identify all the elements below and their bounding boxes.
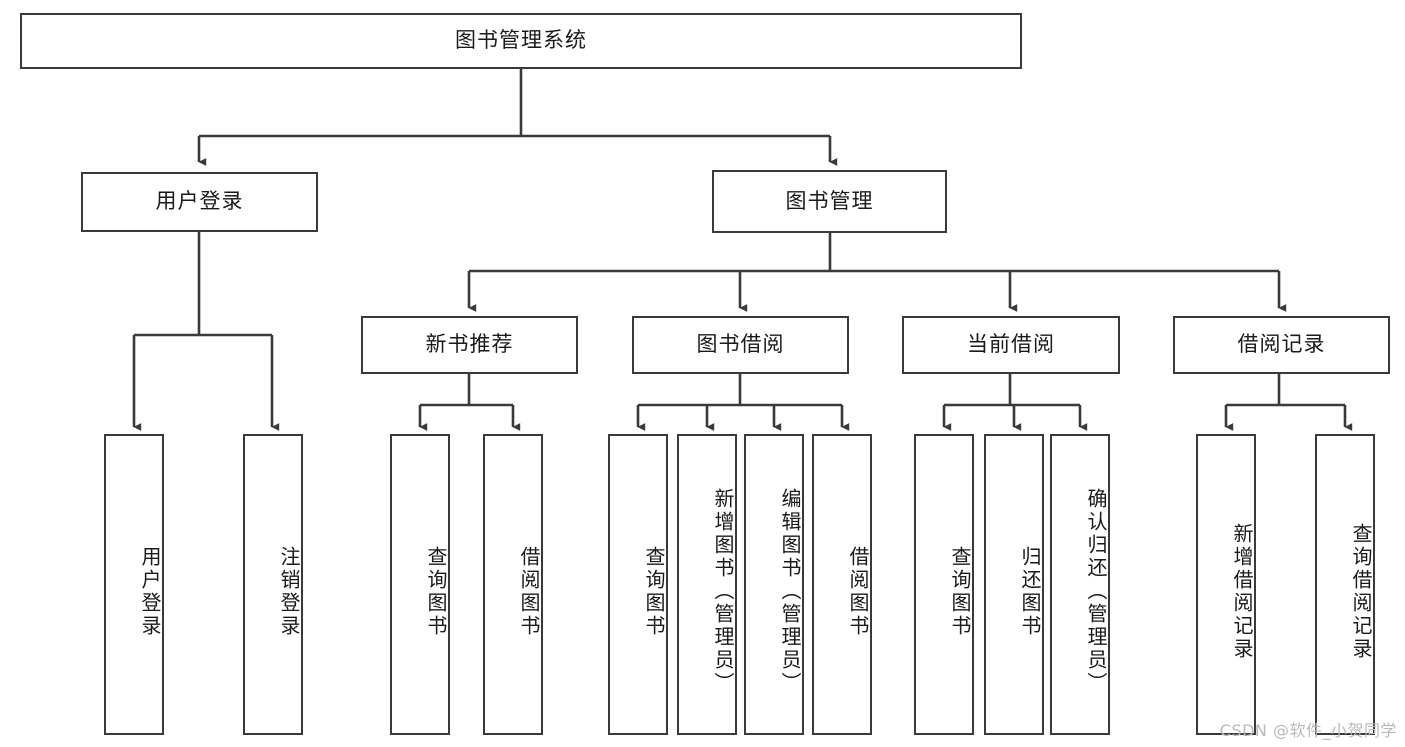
leaf-query-record[interactable]: 查询借阅记录 [1315, 434, 1375, 735]
leaf-add-book-label: 新增图书（管理员） [711, 488, 735, 695]
leaf-add-record-label: 新增借阅记录 [1230, 522, 1254, 661]
leaf-logout-label: 注销登录 [277, 545, 301, 638]
node-new-book-rec-label: 新书推荐 [425, 332, 514, 357]
csdn-watermark: CSDN @软件_小贺同学 [1219, 721, 1397, 740]
leaf-query-record-label: 查询借阅记录 [1349, 522, 1373, 661]
node-book-manage-label: 图书管理 [785, 188, 874, 213]
leaf-user-login[interactable]: 用户登录 [104, 434, 164, 735]
leaf-edit-book-label: 编辑图书（管理员） [778, 488, 802, 695]
node-new-book-rec[interactable]: 新书推荐 [361, 316, 578, 374]
leaf-borrow-book-2-label: 借阅图书 [846, 545, 870, 638]
node-user-login-label: 用户登录 [155, 189, 244, 214]
leaf-borrow-book-1-label: 借阅图书 [517, 545, 541, 638]
leaf-query-book-2[interactable]: 查询图书 [608, 434, 668, 735]
leaf-query-book-3[interactable]: 查询图书 [914, 434, 974, 735]
leaf-confirm-return-label: 确认归还（管理员） [1084, 488, 1108, 695]
node-borrow-record-label: 借阅记录 [1237, 332, 1326, 357]
node-book-borrow[interactable]: 图书借阅 [632, 316, 849, 374]
node-current-borrow-label: 当前借阅 [967, 332, 1055, 357]
node-current-borrow[interactable]: 当前借阅 [902, 316, 1120, 374]
leaf-user-login-label: 用户登录 [138, 545, 162, 638]
leaf-add-book[interactable]: 新增图书（管理员） [677, 434, 737, 735]
leaf-borrow-book-1[interactable]: 借阅图书 [483, 434, 543, 735]
leaf-query-book-2-label: 查询图书 [642, 545, 666, 638]
node-book-borrow-label: 图书借阅 [696, 332, 785, 357]
leaf-return-book-label: 归还图书 [1018, 545, 1042, 638]
node-book-manage[interactable]: 图书管理 [712, 170, 947, 233]
node-borrow-record[interactable]: 借阅记录 [1173, 316, 1390, 374]
node-root-label: 图书管理系统 [455, 28, 587, 53]
leaf-logout[interactable]: 注销登录 [243, 434, 303, 735]
leaf-confirm-return[interactable]: 确认归还（管理员） [1050, 434, 1110, 735]
leaf-return-book[interactable]: 归还图书 [984, 434, 1044, 735]
leaf-borrow-book-2[interactable]: 借阅图书 [812, 434, 872, 735]
node-root[interactable]: 图书管理系统 [20, 13, 1022, 69]
leaf-edit-book[interactable]: 编辑图书（管理员） [744, 434, 804, 735]
node-user-login[interactable]: 用户登录 [81, 172, 318, 232]
leaf-query-book-1[interactable]: 查询图书 [390, 434, 450, 735]
leaf-query-book-3-label: 查询图书 [948, 545, 972, 638]
leaf-add-record[interactable]: 新增借阅记录 [1196, 434, 1256, 735]
leaf-query-book-1-label: 查询图书 [424, 545, 448, 638]
